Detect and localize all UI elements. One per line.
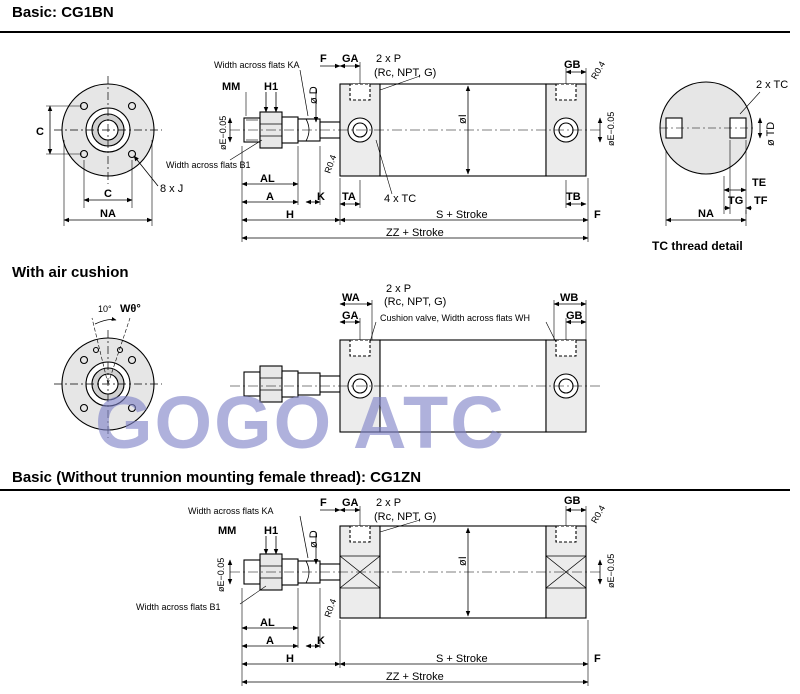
label-cushion-valve: Cushion valve, Width across flats WH bbox=[380, 313, 530, 323]
label-zn-waf-ka: Width across flats KA bbox=[188, 506, 274, 516]
label-zn-e-right: øE−0.05 bbox=[606, 554, 616, 588]
label-cushion-wa: WA bbox=[342, 292, 360, 304]
label-detail-td: ø TD bbox=[765, 122, 777, 146]
basic-side-dimensions bbox=[227, 62, 603, 242]
label-cushion-2xp: 2 x P bbox=[386, 283, 411, 295]
label-tb: TB bbox=[566, 191, 581, 203]
label-zn-r04: R0.4 bbox=[322, 597, 338, 618]
label-4xtc: 4 x TC bbox=[384, 193, 416, 205]
label-zn-s-stroke: S + Stroke bbox=[436, 653, 488, 665]
label-f-top: F bbox=[320, 53, 327, 65]
label-8xj: 8 x J bbox=[160, 183, 183, 195]
label-detail-tf: TF bbox=[754, 195, 768, 207]
label-cushion-w: Wθ° bbox=[120, 303, 141, 315]
label-i: øI bbox=[457, 114, 469, 124]
label-waf-b1: Width across flats B1 bbox=[166, 160, 251, 170]
label-detail-2xtc: 2 x TC bbox=[756, 79, 788, 91]
basic-front-dimensions bbox=[46, 105, 159, 226]
label-cushion-wb: WB bbox=[560, 292, 578, 304]
label-detail-tg: TG bbox=[728, 195, 743, 207]
label-gb: GB bbox=[564, 59, 581, 71]
label-zn-f-bottom: F bbox=[594, 653, 601, 665]
label-zn-r04-right: R0.4 bbox=[589, 504, 607, 525]
label-zn-h1: H1 bbox=[264, 525, 278, 537]
label-h: H bbox=[286, 209, 294, 221]
tc-detail-dimensions bbox=[665, 91, 763, 226]
label-cushion-ga: GA bbox=[342, 310, 359, 322]
label-zn-a: A bbox=[266, 635, 274, 647]
label-zn-mm: MM bbox=[218, 525, 236, 537]
label-zn-ga: GA bbox=[342, 497, 359, 509]
label-d: ø D bbox=[308, 86, 320, 104]
basic-front-view bbox=[54, 76, 162, 184]
label-r04: R0.4 bbox=[322, 153, 338, 174]
label-s-stroke: S + Stroke bbox=[436, 209, 488, 221]
tc-detail-view bbox=[659, 81, 756, 175]
label-zn-h: H bbox=[286, 653, 294, 665]
label-ga: GA bbox=[342, 53, 359, 65]
label-ta: TA bbox=[342, 191, 356, 203]
label-zn-thread: (Rc, NPT, G) bbox=[374, 511, 436, 523]
label-h1: H1 bbox=[264, 81, 278, 93]
label-mm: MM bbox=[222, 81, 240, 93]
label-r04-right: R0.4 bbox=[589, 60, 607, 81]
label-na: NA bbox=[100, 208, 116, 220]
basic-side-view bbox=[230, 83, 600, 177]
label-zn-2xp: 2 x P bbox=[376, 497, 401, 509]
label-k: K bbox=[317, 191, 325, 203]
cushion-side-view bbox=[230, 339, 600, 433]
label-al: AL bbox=[260, 173, 275, 185]
section-title-zn: Basic (Without trunnion mounting female … bbox=[12, 469, 422, 486]
label-zn-d: ø D bbox=[308, 530, 320, 548]
label-zn-waf-b1: Width across flats B1 bbox=[136, 602, 221, 612]
cushion-front-view bbox=[54, 317, 162, 438]
section-rule-basic bbox=[0, 31, 790, 33]
label-cushion-thread: (Rc, NPT, G) bbox=[384, 296, 446, 308]
zn-side-view bbox=[230, 525, 600, 619]
label-zn-k: K bbox=[317, 635, 325, 647]
label-cushion-10deg: 10° bbox=[98, 304, 112, 314]
zn-side-dimensions bbox=[227, 506, 603, 686]
label-e-right: øE−0.05 bbox=[606, 112, 616, 146]
label-2xp: 2 x P bbox=[376, 53, 401, 65]
label-zn-gb: GB bbox=[564, 495, 581, 507]
label-c-vertical: C bbox=[36, 126, 44, 138]
label-zn-i: øI bbox=[457, 556, 469, 566]
label-zn-zz-stroke: ZZ + Stroke bbox=[386, 671, 444, 683]
cushion-side-dimensions bbox=[339, 300, 587, 343]
section-rule-zn bbox=[0, 489, 790, 491]
label-detail-te: TE bbox=[752, 177, 766, 189]
label-zn-f-top: F bbox=[320, 497, 327, 509]
label-c-horizontal: C bbox=[104, 188, 112, 200]
section-title-basic: Basic: CG1BN bbox=[12, 4, 114, 21]
label-a: A bbox=[266, 191, 274, 203]
label-cushion-gb: GB bbox=[566, 310, 583, 322]
label-waf-ka: Width across flats KA bbox=[214, 60, 300, 70]
tc-detail-caption: TC thread detail bbox=[652, 239, 743, 253]
label-thread: (Rc, NPT, G) bbox=[374, 67, 436, 79]
label-detail-na: NA bbox=[698, 208, 714, 220]
label-e: øE−0.05 bbox=[218, 116, 228, 150]
watermark: GOGO ATC bbox=[95, 381, 506, 464]
section-title-cushion: With air cushion bbox=[12, 264, 129, 281]
label-zz-stroke: ZZ + Stroke bbox=[386, 227, 444, 239]
label-zn-al: AL bbox=[260, 617, 275, 629]
label-zn-e: øE−0.05 bbox=[216, 558, 226, 592]
label-f-bottom: F bbox=[594, 209, 601, 221]
